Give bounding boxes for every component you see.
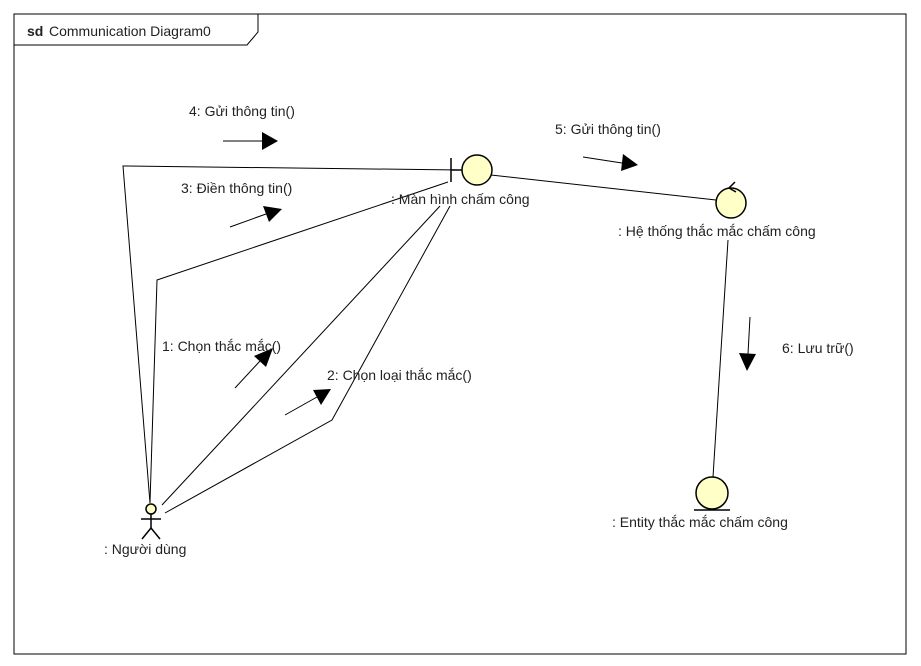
frame-keyword: sd [27,23,43,39]
message-6-arrowhead [739,353,756,371]
link-actor-boundary-b [149,181,449,504]
message-2-arrow-line [284,396,318,416]
message-3-arrowhead [263,206,282,222]
message-3-arrow-line [229,213,267,228]
message-1-label: 1: Chọn thắc mắc() [162,338,281,354]
message-2-label: 2: Chọn loại thắc mắc() [327,367,472,383]
link-actor-boundary-d [164,205,451,514]
link-control-entity [712,239,729,478]
frame-name-tab [14,14,259,46]
boundary-label: : Màn hình chấm công [391,191,530,207]
link-actor-boundary-a [122,165,461,504]
message-6-label: 6: Lưu trữ() [782,340,854,356]
message-1-arrowhead [254,348,273,367]
diagram-frame [13,13,907,655]
entity-label: : Entity thắc mắc chấm công [612,514,788,530]
message-5-label: 5: Gửi thông tin() [555,121,661,137]
message-2-arrowhead [313,389,331,405]
message-4-label: 4: Gửi thông tin() [189,103,295,119]
links [122,165,729,514]
control-icon [715,181,747,219]
message-3-label: 3: Điền thông tin() [181,180,292,196]
message-1-arrow-line [234,360,261,389]
entity-icon [694,476,730,511]
message-6-arrow-line [747,316,751,355]
boundary-icon [450,154,493,186]
frame-title: Communication Diagram0 [49,23,211,39]
actor-label: : Người dùng [104,541,186,557]
control-label: : Hệ thống thắc mắc chấm công [618,223,816,239]
message-5-arrow-line [582,156,623,164]
link-actor-boundary-c [161,205,441,506]
message-4-arrowhead [262,132,278,150]
message-arrows [223,132,756,416]
actor-icon [141,503,161,540]
link-boundary-control [481,173,717,201]
message-5-arrowhead [621,154,638,171]
